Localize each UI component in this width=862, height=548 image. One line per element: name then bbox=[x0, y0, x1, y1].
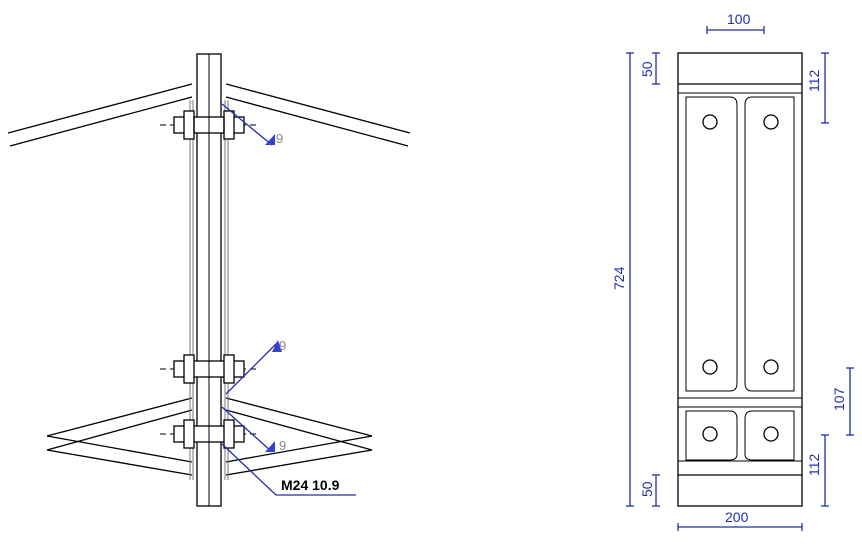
bolt-leader bbox=[221, 443, 356, 496]
lower-left-panel bbox=[685, 410, 738, 461]
lower-right-panel bbox=[744, 410, 795, 461]
dim-top-width: 100 bbox=[727, 11, 751, 27]
upper-left-member bbox=[7, 83, 193, 147]
side-view bbox=[7, 53, 411, 507]
upper-left-panel bbox=[685, 96, 738, 392]
plate-view bbox=[677, 52, 803, 507]
dim-bottom-width: 200 bbox=[725, 509, 749, 525]
bolt-upper bbox=[160, 110, 258, 140]
splice-plates bbox=[189, 100, 229, 480]
dimension-lines bbox=[626, 26, 854, 531]
weld-leader-middle bbox=[225, 340, 282, 395]
lower-left-members bbox=[46, 397, 193, 476]
lower-right-members bbox=[225, 397, 373, 476]
bolt-holes bbox=[702, 114, 779, 442]
weld-size-label-upper: 9 bbox=[276, 131, 283, 146]
dim-total-height: 724 bbox=[611, 266, 627, 290]
bolt-middle bbox=[160, 354, 258, 384]
weld-leader-upper bbox=[221, 103, 275, 146]
weld-leader-lower bbox=[221, 406, 275, 453]
bolt-lower bbox=[160, 419, 258, 449]
weld-size-label-lower: 9 bbox=[279, 438, 286, 453]
dim-top-left: 50 bbox=[639, 61, 655, 77]
base-plate-outline bbox=[677, 52, 803, 507]
weld-size-label-middle: 9 bbox=[279, 338, 286, 353]
bolt-spec-label: M24 10.9 bbox=[281, 477, 340, 493]
dim-bottom-left: 50 bbox=[639, 481, 655, 497]
dim-mid-right: 107 bbox=[831, 387, 847, 411]
upper-right-member bbox=[225, 83, 411, 147]
dim-top-right: 112 bbox=[806, 69, 822, 92]
upper-right-panel bbox=[744, 96, 795, 392]
dim-bottom-right: 112 bbox=[806, 453, 822, 476]
